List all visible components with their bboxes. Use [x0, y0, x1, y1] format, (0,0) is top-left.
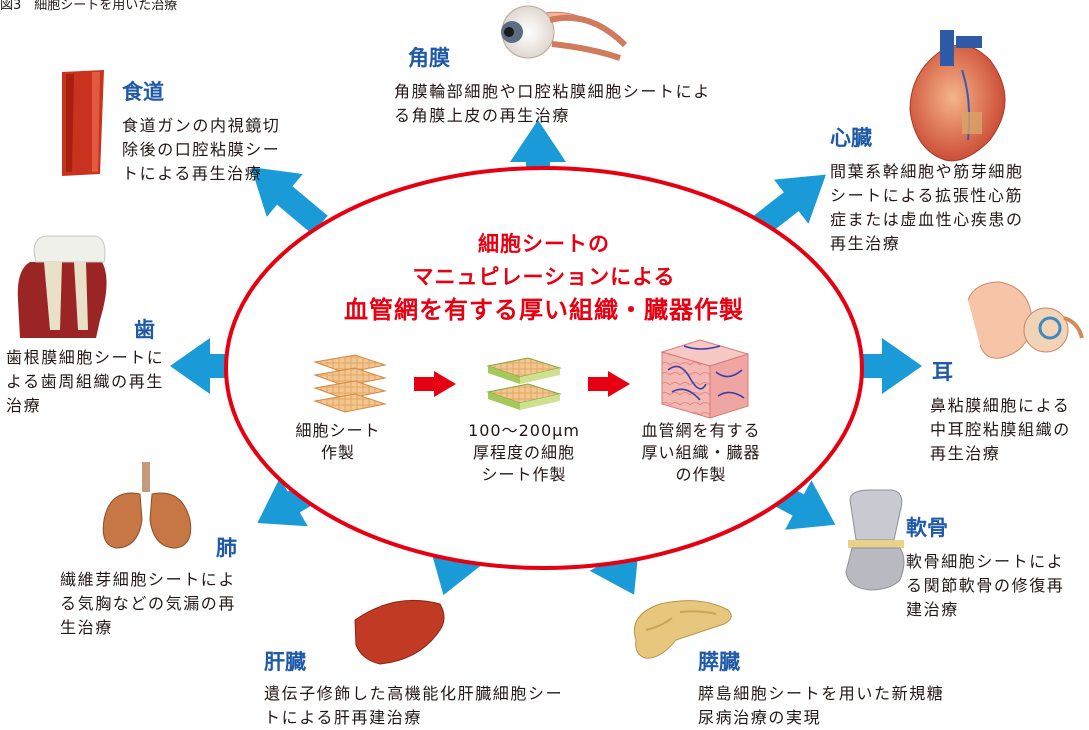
eye-icon	[501, 5, 628, 61]
tooth-name: 歯	[134, 318, 155, 342]
lung-icon	[102, 462, 192, 549]
liver-desc: 遺伝子修飾した高機能化肝臓細胞シートによる肝再建治療	[264, 684, 564, 727]
heart-icon	[909, 30, 1006, 162]
heart-name: 心臓	[830, 126, 872, 150]
thick-sheet-icon	[486, 357, 562, 410]
cornea-name: 角膜	[408, 46, 450, 70]
heart-desc: 間葉系幹細胞や筋芽細胞シートによる拡張性心筋症または虚血性心疾患の再生治療	[830, 162, 1024, 253]
pancreas-name: 膵臓	[698, 650, 740, 674]
esophagus-desc: 食道ガンの内視鏡切除後の口腔粘膜シートによる再生治療	[122, 116, 281, 183]
ear-desc: 鼻粘膜細胞による中耳腔粘膜組織の再生治療	[930, 396, 1071, 463]
lung-desc: 繊維芽細胞シートによる気胸などの気漏の再生治療	[60, 570, 237, 637]
red-arrow-2	[588, 371, 630, 397]
liver-name: 肝臓	[264, 650, 306, 674]
step-2-label: 100〜200μm 厚程度の細胞 シート作製	[468, 421, 580, 484]
step-1-label: 細胞シート 作製	[295, 421, 381, 462]
cell-sheet-stack-icon	[313, 354, 387, 413]
cartilage-icon	[845, 489, 905, 591]
tooth-desc: 歯根膜細胞シートによる歯周組織の再生治療	[6, 348, 165, 415]
pancreas-icon	[634, 600, 732, 659]
ear-icon	[967, 281, 1084, 359]
step-3-label: 血管網を有する 厚い組織・臓器 の作製	[641, 421, 761, 484]
center-title-line1: 細胞シートの	[478, 232, 610, 256]
esophagus-icon	[62, 70, 104, 176]
esophagus-name: 食道	[122, 80, 164, 104]
arrow-to-ear	[860, 338, 922, 394]
center-title: 細胞シートの マニュピレーションによる 血管網を有する厚い組織・臓器作製	[300, 228, 788, 327]
vascular-tissue-icon	[660, 339, 750, 419]
center-title-line2: マニュピレーションによる	[412, 265, 676, 289]
cornea-desc: 角膜輪部細胞や口腔粘膜細胞シートによる角膜上皮の再生治療	[394, 82, 711, 125]
center-title-line3: 血管網を有する厚い組織・臓器作製	[344, 296, 744, 324]
pancreas-desc: 膵島細胞シートを用いた新規糖尿病治療の実現	[698, 684, 945, 727]
lung-name: 肺	[216, 536, 237, 560]
tooth-icon	[17, 235, 107, 338]
arrow-to-esophagus	[251, 167, 328, 235]
cartilage-desc: 軟骨細胞シートによる関節軟骨の修復再建治療	[906, 552, 1065, 619]
liver-icon	[354, 599, 445, 665]
red-arrow-1	[414, 371, 456, 397]
ear-name: 耳	[932, 360, 953, 384]
red-arrows	[414, 371, 630, 397]
figure-caption: 図3 細胞シートを用いた治療	[0, 0, 178, 13]
cartilage-name: 軟骨	[906, 516, 948, 540]
